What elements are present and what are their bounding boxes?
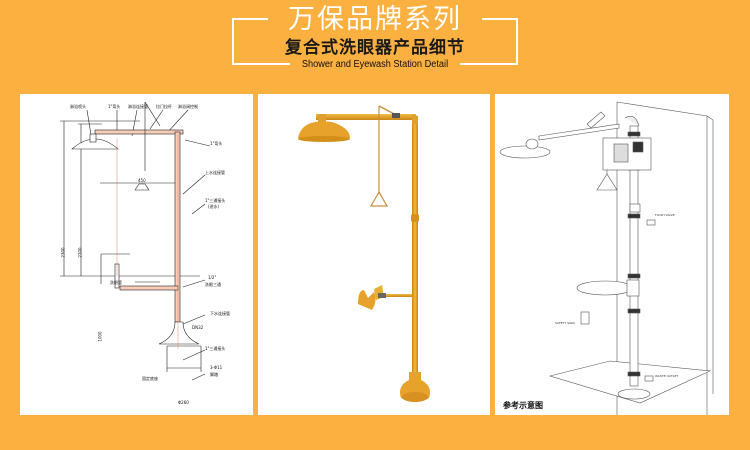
label-elbow: 1"弯头 — [108, 104, 121, 109]
label-base: 固定底座 — [142, 376, 158, 381]
label-dn32: DN32 — [192, 325, 204, 330]
technical-drawing-panel: 淋浴喷头 1"弯头 淋浴连接管 拉门拉杆 淋浴阀控制 1"弯头 上水连接管 1"… — [20, 94, 253, 415]
frame-line-top-left — [232, 18, 268, 20]
svg-text:SAFETY SIGN: SAFETY SIGN — [555, 321, 575, 325]
frame-line-right — [516, 18, 518, 65]
label-inlet-pipe: 上水连接管 — [205, 170, 225, 175]
product-photo-panel — [258, 94, 490, 415]
dim-2100: 2100 — [77, 247, 83, 258]
label-bolt-holes: 3-Φ11 — [210, 365, 223, 370]
frame-line-left — [232, 18, 234, 65]
product-photo — [298, 105, 430, 402]
label-pull-rod: 拉门拉杆 — [156, 104, 172, 109]
dim-450: 450 — [138, 178, 146, 183]
reference-diagram-panel: FLUSH VALVE SAFETY SIGN WASTE OUTLET 参考示… — [495, 94, 729, 415]
page-subtitle-english: Shower and Eyewash Station Detail — [301, 59, 449, 70]
reference-diagram: FLUSH VALVE SAFETY SIGN WASTE OUTLET — [499, 101, 714, 415]
frame-line-bottom-left — [232, 63, 290, 65]
label-foot: 脚踏 — [210, 372, 218, 377]
header: 万保品牌系列 复合式洗眼器产品细节 Shower and Eyewash Sta… — [0, 0, 750, 90]
technical-drawing — [60, 101, 211, 381]
frame-line-bottom-right — [460, 63, 518, 65]
dim-1000: 1000 — [97, 331, 103, 342]
reference-caption: 参考示意图 — [503, 401, 543, 410]
svg-text:FLUSH VALVE: FLUSH VALVE — [655, 213, 675, 217]
label-tee: 1"三通接头 — [205, 198, 226, 203]
label-drain-pipe: 下水连接管 — [210, 311, 230, 316]
label-lower-tee: 1"三通接头 — [205, 346, 226, 351]
svg-text:WASTE OUTLET: WASTE OUTLET — [655, 374, 678, 378]
label-eyewash-pipe: 洗眼管 — [110, 280, 122, 285]
frame-line-top-right — [482, 18, 518, 20]
label-base-diameter: Φ260 — [178, 400, 189, 405]
page-title: 万保品牌系列 — [288, 4, 462, 35]
label-eyewash-tee: 洗眼三通 — [205, 282, 221, 287]
label-shower-valve: 淋浴阀控制 — [178, 104, 198, 109]
dim-2300: 2300 — [60, 247, 66, 258]
label-shower-head: 淋浴喷头 — [70, 104, 86, 109]
label-half-inch: 1/2" — [208, 275, 217, 280]
label-inlet: (进水) — [208, 204, 220, 209]
label-shower-pipe: 淋浴连接管 — [128, 104, 148, 109]
label-right-elbow: 1"弯头 — [210, 141, 223, 146]
page-subtitle: 复合式洗眼器产品细节 — [285, 38, 465, 58]
